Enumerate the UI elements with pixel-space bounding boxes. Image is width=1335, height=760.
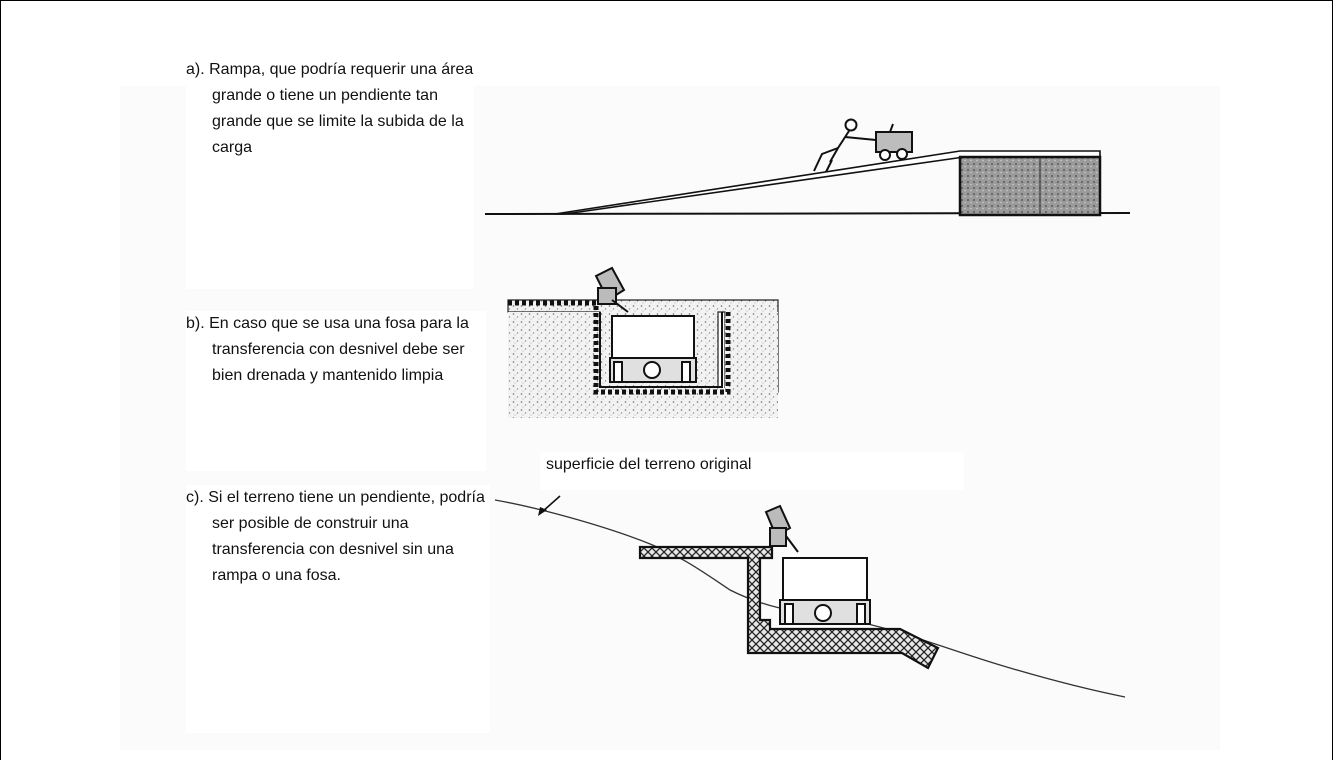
truck-in-pit — [609, 315, 697, 383]
ramp-diagram — [484, 118, 1131, 217]
ground-surface-label: superficie del terreno original — [540, 452, 964, 490]
caption-pit-text: b). En caso que se usa una fosa para la … — [186, 315, 469, 384]
caption-ramp: a). Rampa, que podría requerir una área … — [186, 57, 474, 289]
caption-pit: b). En caso que se usa una fosa para la … — [186, 311, 486, 471]
unloading-platform — [638, 545, 940, 670]
worker-on-platform — [764, 504, 799, 553]
worker-with-cart — [813, 118, 913, 173]
ground-surface-label-text: superficie del terreno original — [546, 456, 752, 473]
pit-diagram — [507, 266, 779, 418]
caption-ramp-text: a). Rampa, que podría requerir una área … — [186, 61, 474, 156]
truck-on-slope — [779, 557, 871, 625]
container-box — [958, 155, 1102, 217]
caption-slope-text: c). Si el terreno tiene un pendiente, po… — [186, 489, 485, 584]
pit-lining — [508, 300, 731, 395]
slope-diagram — [494, 495, 1126, 698]
worker-dumping — [594, 266, 629, 313]
caption-slope: c). Si el terreno tiene un pendiente, po… — [186, 485, 490, 733]
